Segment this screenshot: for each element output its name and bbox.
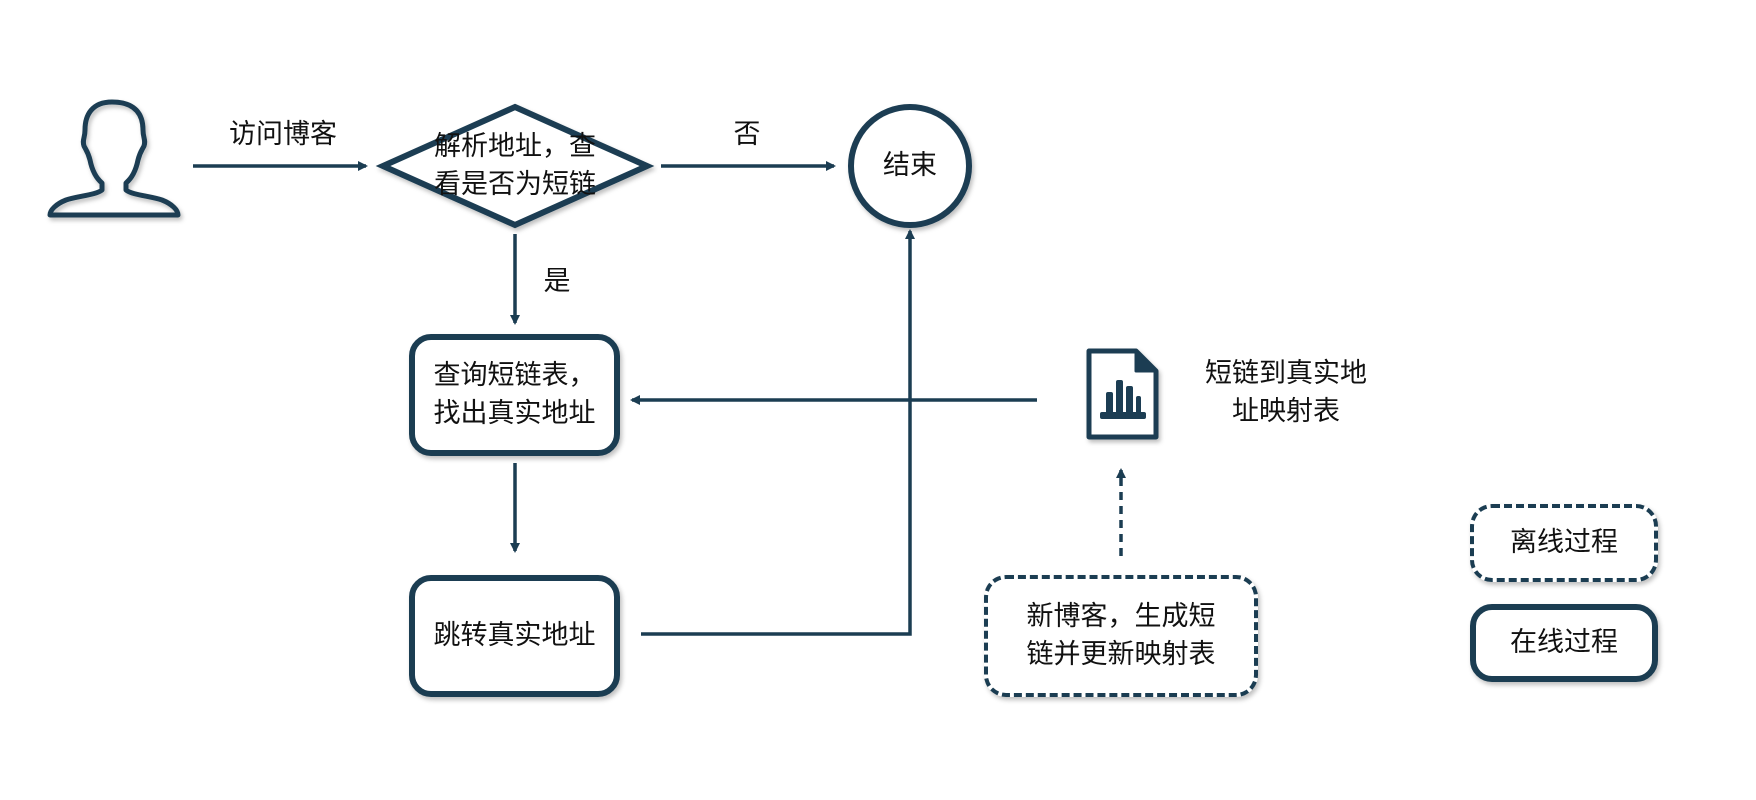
redirect-label: 跳转真实地址 — [433, 620, 596, 651]
legend-offline-label: 离线过程 — [1510, 527, 1618, 558]
mapping-table-label-line1: 短链到真实地 — [1205, 358, 1367, 389]
legend-online: 在线过程 — [1470, 604, 1658, 682]
legend-offline: 离线过程 — [1470, 504, 1658, 582]
decision-label-line2: 看是否为短链 — [434, 169, 596, 200]
query-label-line1: 查询短链表， — [433, 360, 596, 391]
edge-label-visit: 访问博客 — [229, 119, 337, 150]
user-silhouette-icon — [47, 99, 181, 218]
query-label-line2: 找出真实地址 — [433, 398, 596, 429]
redirect-box: 跳转真实地址 — [409, 575, 620, 697]
document-chart-icon — [1086, 348, 1159, 440]
edge-redirect-end — [641, 229, 915, 636]
new-blog-label-line2: 链并更新映射表 — [1026, 639, 1216, 670]
new-blog-label-line1: 新博客，生成短 — [1026, 601, 1216, 632]
query-box: 查询短链表， 找出真实地址 — [409, 334, 620, 456]
new-blog-box: 新博客，生成短 链并更新映射表 — [984, 575, 1258, 697]
mapping-table-label-line2: 址映射表 — [1232, 396, 1340, 427]
decision-label-line1: 解析地址，查 — [434, 131, 596, 162]
end-circle — [848, 104, 972, 228]
end-label: 结束 — [883, 150, 937, 181]
edge-label-yes: 是 — [543, 266, 571, 297]
legend-online-label: 在线过程 — [1510, 627, 1618, 658]
edge-label-no: 否 — [733, 119, 761, 150]
decision-diamond — [375, 103, 655, 229]
